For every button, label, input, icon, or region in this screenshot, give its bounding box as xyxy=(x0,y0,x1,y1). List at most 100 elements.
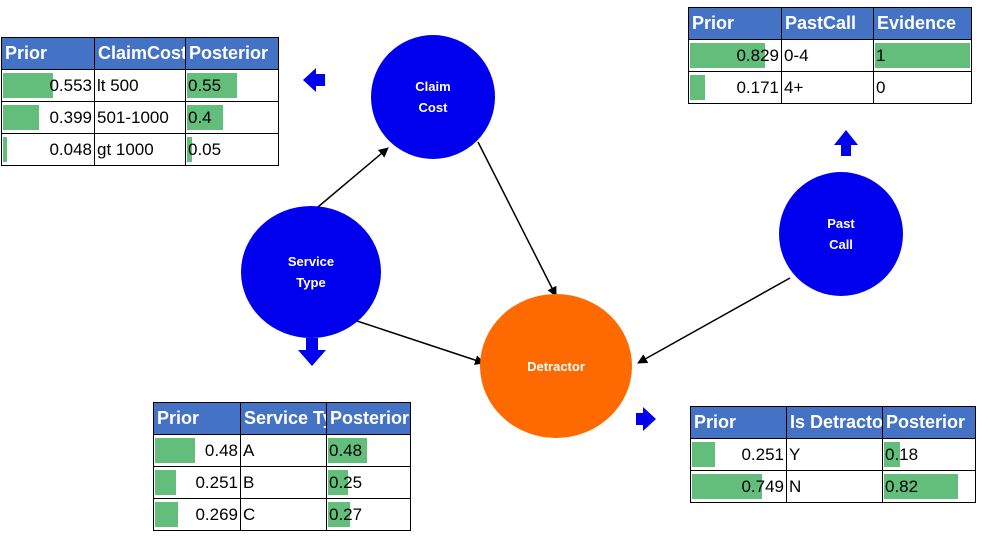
table-row: 0.829 0-4 1 xyxy=(688,39,972,72)
prior-value: 0.251 xyxy=(195,472,238,492)
posterior-bar xyxy=(328,438,367,463)
edge-service-to-detractor xyxy=(353,319,485,365)
header-posterior: Posterior xyxy=(882,406,976,439)
prior-bar xyxy=(690,75,706,100)
prior-cell: 0.829 xyxy=(688,39,782,72)
prior-value: 0.171 xyxy=(736,77,779,97)
node-label-detractor: Detractor xyxy=(527,359,585,374)
prior-cell: 0.269 xyxy=(153,498,241,531)
prior-bar xyxy=(155,502,178,527)
state-value: Y xyxy=(789,444,801,464)
posterior-bar xyxy=(328,502,350,527)
posterior-value: 0.05 xyxy=(188,139,222,159)
posterior-value: 0.55 xyxy=(188,75,222,95)
posterior-value: 0.4 xyxy=(188,107,212,127)
header-posterior: Posterior xyxy=(185,37,279,70)
prior-bar xyxy=(155,438,196,463)
state-cell: 4+ xyxy=(781,71,874,104)
prior-bar xyxy=(692,474,762,499)
node-claim-cost[interactable] xyxy=(371,35,495,159)
posterior-bar xyxy=(187,73,237,98)
posterior-bar xyxy=(884,442,901,467)
prior-cell: 0.048 xyxy=(1,133,95,166)
edge-pastcall-to-detractor xyxy=(637,277,791,364)
state-cell: Y xyxy=(786,438,883,471)
evidence-value: 1 xyxy=(876,45,886,65)
posterior-cell: 0.82 xyxy=(882,470,976,503)
prior-value: 0.251 xyxy=(741,444,784,464)
prior-cell: 0.48 xyxy=(153,434,241,467)
table-service-type: Prior Service Ty Posterior 0.48 A 0.48 0… xyxy=(153,402,411,531)
posterior-cell: 0.18 xyxy=(882,438,976,471)
header-state: ClaimCost xyxy=(94,37,186,70)
table-claim-cost: Prior ClaimCost Posterior 0.553 lt 500 0… xyxy=(1,37,279,166)
prior-cell: 0.553 xyxy=(1,69,95,102)
prior-bar xyxy=(692,442,716,467)
posterior-value: 0.27 xyxy=(329,504,363,524)
prior-cell: 0.171 xyxy=(688,71,782,104)
header-state: Is Detracto xyxy=(786,406,883,439)
posterior-bar xyxy=(187,105,223,130)
state-cell: C xyxy=(240,498,327,531)
posterior-cell: 0.4 xyxy=(185,101,279,134)
prior-cell: 0.251 xyxy=(690,438,787,471)
prior-bar xyxy=(3,73,53,98)
prior-value: 0.048 xyxy=(49,139,92,159)
prior-cell: 0.399 xyxy=(1,101,95,134)
node-label-claim-cost: Claim Cost xyxy=(415,79,451,115)
prior-cell: 0.749 xyxy=(690,470,787,503)
state-value: lt 500 xyxy=(97,75,139,95)
edge-service-to-claim xyxy=(311,147,389,213)
evidence-cell: 0 xyxy=(873,71,972,104)
table-row: 0.251 Y 0.18 xyxy=(690,438,976,471)
posterior-cell: 0.55 xyxy=(185,69,279,102)
posterior-cell: 0.27 xyxy=(326,498,411,531)
posterior-cell: 0.05 xyxy=(185,133,279,166)
prior-cell: 0.251 xyxy=(153,466,241,499)
node-service-type[interactable] xyxy=(241,206,381,338)
state-value: 501-1000 xyxy=(97,107,169,127)
header-evidence: Evidence xyxy=(873,7,972,40)
prior-bar xyxy=(690,43,765,68)
prior-value: 0.829 xyxy=(736,45,779,65)
node-label-service-type: Service Type xyxy=(287,254,335,290)
table-row: 0.048 gt 1000 0.05 xyxy=(1,133,279,166)
node-past-call[interactable] xyxy=(779,172,903,296)
edge-claim-to-detractor xyxy=(477,141,557,297)
state-cell: gt 1000 xyxy=(94,133,186,166)
state-cell: 501-1000 xyxy=(94,101,186,134)
state-value: C xyxy=(243,504,256,524)
state-cell: N xyxy=(786,470,883,503)
state-value: 0-4 xyxy=(784,45,809,65)
posterior-value: 0.48 xyxy=(329,440,363,460)
state-cell: B xyxy=(240,466,327,499)
posterior-bar xyxy=(187,137,192,162)
block-arrow-up-icon xyxy=(834,130,858,156)
posterior-cell: 0.25 xyxy=(326,466,411,499)
block-arrow-down-icon xyxy=(298,338,326,366)
header-prior: Prior xyxy=(690,406,787,439)
posterior-bar xyxy=(884,474,958,499)
node-label-past-call: Past Call xyxy=(827,216,855,252)
state-value: B xyxy=(243,472,255,492)
block-arrow-left-icon xyxy=(303,68,325,92)
node-detractor[interactable] xyxy=(480,294,632,438)
table-row: 0.749 N 0.82 xyxy=(690,470,976,503)
table-detractor: Prior Is Detracto Posterior 0.251 Y 0.18… xyxy=(690,406,976,503)
table-past-call: Prior PastCall Evidence 0.829 0-4 1 0.17… xyxy=(688,7,972,104)
prior-value: 0.553 xyxy=(49,75,92,95)
state-value: gt 1000 xyxy=(97,139,154,159)
table-row: 0.48 A 0.48 xyxy=(153,434,411,467)
header-prior: Prior xyxy=(1,37,95,70)
header-prior: Prior xyxy=(153,402,241,435)
prior-bar xyxy=(3,137,8,162)
posterior-value: 0.18 xyxy=(885,444,919,464)
state-value: A xyxy=(243,440,255,460)
prior-value: 0.48 xyxy=(204,440,238,460)
table-row: 0.171 4+ 0 xyxy=(688,71,972,104)
header-state: PastCall xyxy=(781,7,874,40)
prior-value: 0.269 xyxy=(195,504,238,524)
state-cell: A xyxy=(240,434,327,467)
header-state: Service Ty xyxy=(240,402,327,435)
